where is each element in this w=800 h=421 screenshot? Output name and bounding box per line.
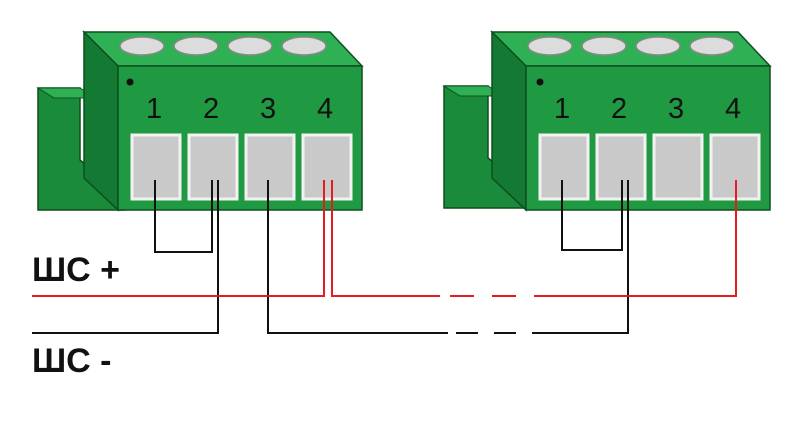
terminal-number: 3	[668, 93, 684, 125]
terminal-number: 3	[260, 93, 276, 125]
label-plus: ШС +	[32, 251, 120, 289]
wire-minus-loop	[267, 180, 448, 334]
terminal-slot	[652, 133, 704, 201]
wire-plus-in	[32, 180, 325, 297]
terminal-slot	[538, 133, 590, 201]
screw-icon	[173, 36, 219, 56]
wire-plus-loop-end	[534, 180, 737, 297]
pin1-marker-dot	[536, 78, 544, 86]
terminal-block-2: 1 2 3 4	[442, 30, 772, 212]
label-minus: ШС -	[32, 342, 112, 380]
screw-icon	[119, 36, 165, 56]
terminal-number: 2	[611, 93, 627, 125]
terminal-number: 2	[203, 93, 219, 125]
screw-icon	[281, 36, 327, 56]
terminal-number: 1	[554, 93, 570, 125]
screw-icon	[527, 36, 573, 56]
screw-icon	[635, 36, 681, 56]
screw-icon	[689, 36, 735, 56]
terminal-slot	[244, 133, 296, 201]
screw-icon	[227, 36, 273, 56]
screw-icon	[581, 36, 627, 56]
jumper-wire-1-2-block-1	[154, 180, 213, 253]
terminal-number: 4	[317, 93, 333, 125]
terminal-number: 1	[146, 93, 162, 125]
terminal-slot	[301, 133, 353, 201]
wire-plus-loop	[331, 180, 440, 297]
pin1-marker-dot	[126, 78, 134, 86]
wires	[32, 180, 737, 334]
wire-minus-loop-end	[532, 180, 629, 334]
wire-minus-in	[32, 180, 219, 334]
terminal-number: 4	[725, 93, 741, 125]
terminal-block-1: 1 2 3 4	[36, 30, 364, 212]
jumper-wire-1-2-block-2	[561, 180, 623, 251]
